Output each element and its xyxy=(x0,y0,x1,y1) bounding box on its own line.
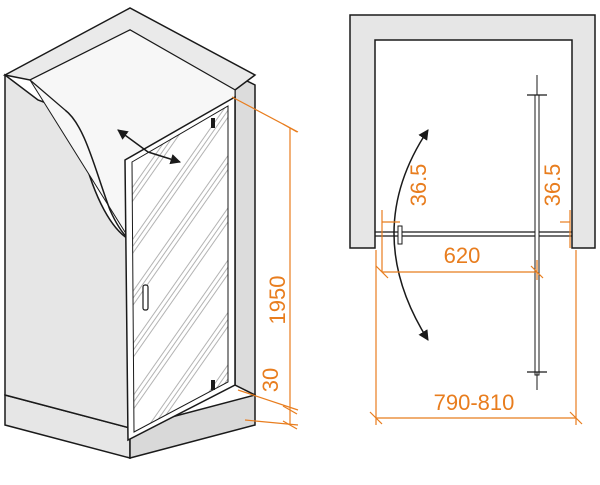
plan-view: 36.5 36.5 620 790-810 xyxy=(349,14,596,425)
door-open-panel xyxy=(534,94,540,376)
height-total-label: 1950 xyxy=(265,276,290,325)
swing-arc-icon xyxy=(393,129,429,341)
door-handle xyxy=(142,284,149,311)
right-wall xyxy=(234,73,256,397)
isometric-view: 1950 30 xyxy=(2,7,299,459)
offset-left-label: 36.5 xyxy=(406,164,431,207)
height-dimension xyxy=(231,96,299,430)
plan-dimensions xyxy=(369,210,583,425)
hinge-bottom xyxy=(211,380,215,390)
height-base-label: 30 xyxy=(258,368,283,392)
hinge-top xyxy=(211,118,215,128)
plan-walls xyxy=(349,14,596,249)
door-glass xyxy=(131,105,229,433)
offset-right-label: 36.5 xyxy=(540,164,565,207)
opening-width-label: 620 xyxy=(444,243,481,268)
plan-handle xyxy=(397,225,403,245)
total-width-label: 790-810 xyxy=(434,390,515,415)
double-arrow-icon xyxy=(117,129,182,165)
